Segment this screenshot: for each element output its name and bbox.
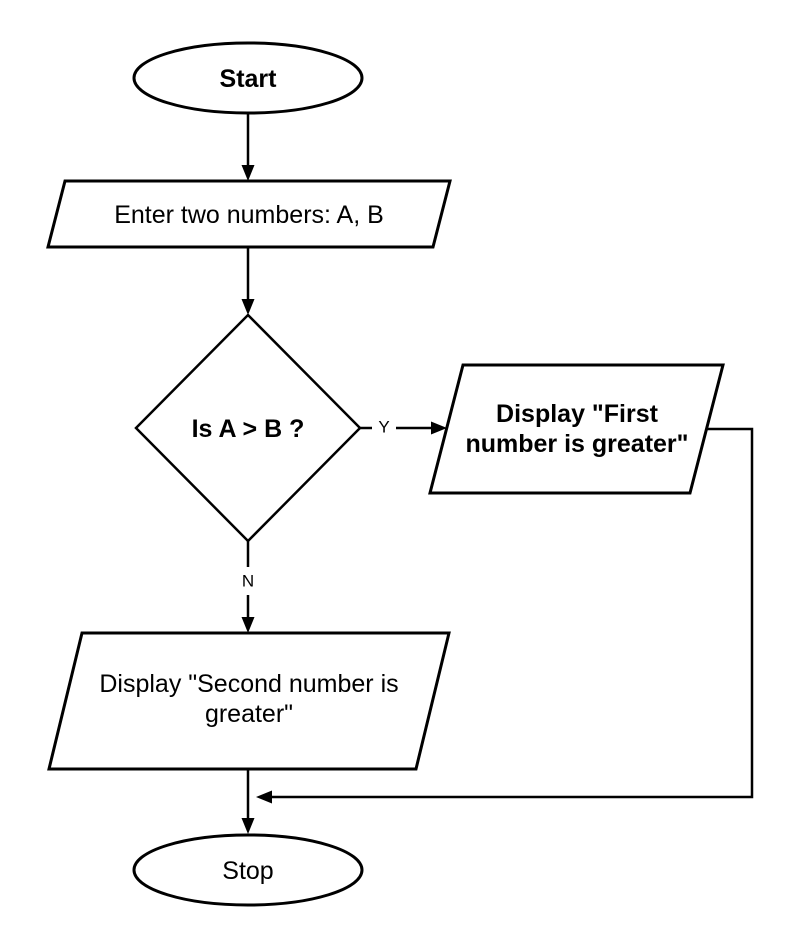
arrowhead-yes-to-display-first — [431, 421, 447, 435]
node-display-first: Display "First number is greater" — [428, 363, 725, 495]
arrowhead-start-to-input — [241, 165, 255, 181]
display-second-label-line2: greater" — [205, 700, 293, 728]
input-parallelogram-shape — [46, 179, 452, 249]
start-label: Start — [220, 65, 278, 93]
edge-display-first-to-merge — [272, 427, 754, 799]
display-first-label-line1: Display "First — [496, 400, 659, 428]
display-second-parallelogram-shape — [47, 631, 451, 771]
display-first-label-line2: number is greater" — [465, 430, 688, 458]
arrowhead-into-stop — [241, 818, 255, 834]
display-first-parallelogram-shape — [428, 363, 725, 495]
display-second-label-line1: Display "Second number is — [99, 670, 398, 698]
arrowhead-merge-left — [256, 790, 272, 804]
input-numbers-label: Enter two numbers: A, B — [114, 201, 384, 229]
stop-label: Stop — [222, 857, 273, 885]
edge-label-no: N — [242, 572, 254, 591]
decision-label: Is A > B ? — [192, 415, 305, 443]
start-terminator-shape — [132, 41, 364, 115]
node-input-numbers: Enter two numbers: A, B — [46, 179, 452, 249]
arrowhead-input-to-decision — [241, 299, 255, 315]
arrowhead-no-to-display-second — [241, 617, 255, 633]
node-start: Start — [132, 41, 364, 115]
edges: Y N — [241, 113, 754, 834]
node-display-second: Display "Second number is greater" — [47, 631, 451, 771]
node-stop: Stop — [132, 833, 364, 907]
decision-diamond-shape — [134, 313, 362, 543]
edge-label-yes: Y — [378, 418, 389, 437]
stop-terminator-shape — [132, 833, 364, 907]
node-decision: Is A > B ? — [134, 313, 362, 543]
